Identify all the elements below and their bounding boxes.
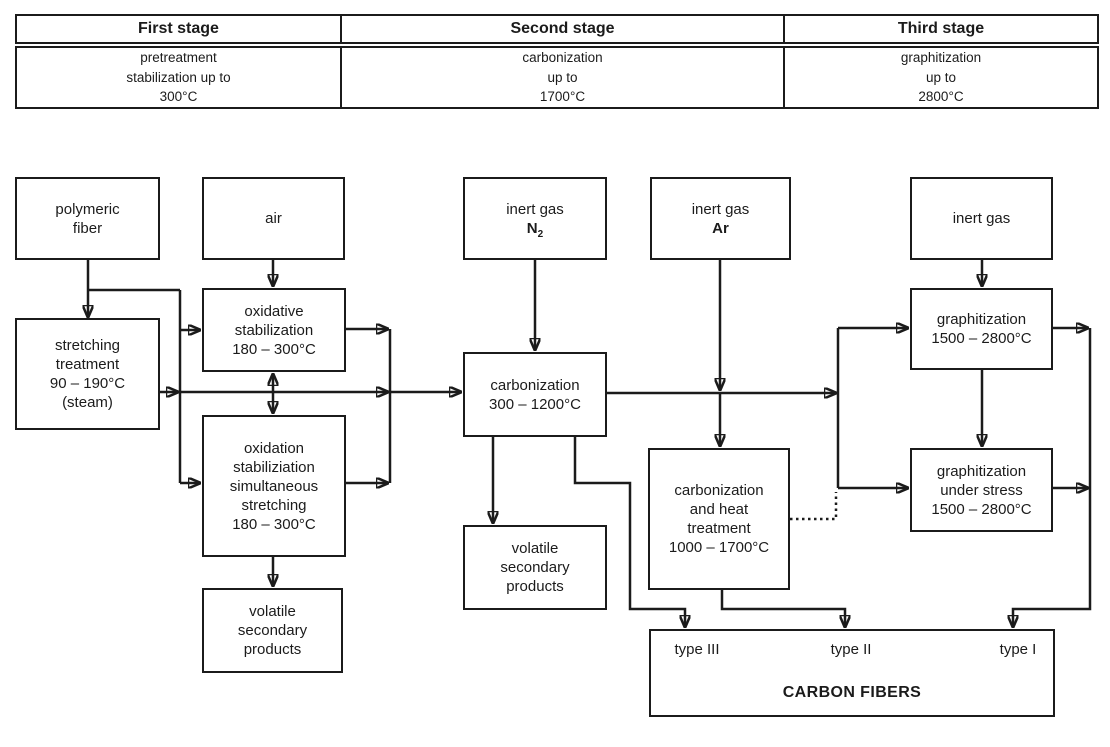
box-volatile-secondary-products-left: volatile secondary products: [202, 588, 343, 673]
box-oxidation-simultaneous-stretching: oxidation stabiliziation simultaneous st…: [202, 415, 346, 557]
box-stretching-treatment: stretching treatment 90 – 190°C (steam): [15, 318, 160, 430]
box-carbonization: carbonization 300 – 1200°C: [463, 352, 607, 437]
box-air: air: [202, 177, 345, 260]
box-volatile-secondary-products-left-label: volatile secondary products: [237, 603, 308, 658]
carbon-fibers-type-iii: type III: [674, 641, 720, 658]
box-graphitization-label: graphitization 1500 – 2800°C: [931, 311, 1032, 347]
stage-body-first: pretreatment stabilization up to 300°C: [15, 44, 342, 109]
box-carbonization-label: carbonization 300 – 1200°C: [489, 376, 581, 413]
carbon-fibers-type-ii: type II: [830, 641, 872, 658]
stage-header-third: Third stage: [783, 14, 1099, 48]
box-carbonization-heat-treatment-label: carbonization and heat treatment 1000 – …: [668, 482, 770, 556]
box-polymeric-fiber: polymeric fiber: [15, 177, 160, 260]
box-carbon-fibers: type III type II type I CARBON FIBERS: [649, 629, 1055, 717]
arrow-right-rail-to-type1: [1013, 328, 1092, 627]
box-inert-gas-ar-label: inert gas: [691, 200, 750, 218]
box-graphitization-under-stress: graphitization under stress 1500 – 2800°…: [910, 448, 1053, 532]
box-graphitization-under-stress-label: graphitization under stress 1500 – 2800°…: [931, 462, 1032, 518]
box-inert-gas-n2-symbol: N2: [526, 219, 544, 240]
box-inert-gas-n2: inert gas N2: [463, 177, 607, 260]
wire-dotted-heat-treatment-link: [790, 492, 838, 521]
box-polymeric-fiber-label: polymeric fiber: [55, 200, 120, 237]
box-inert-gas-label: inert gas: [952, 210, 1011, 227]
box-volatile-secondary-products-mid: volatile secondary products: [463, 525, 607, 610]
stage-table: First stage Second stage Third stage pre…: [15, 14, 1099, 109]
box-inert-gas-ar-symbol: Ar: [712, 219, 729, 237]
carbon-fibers-title: CARBON FIBERS: [782, 684, 922, 701]
stage-table-header-row: First stage Second stage Third stage: [15, 14, 1099, 48]
box-oxidative-stabilization: oxidative stabilization 180 – 300°C: [202, 288, 346, 372]
box-inert-gas: inert gas: [910, 177, 1053, 260]
box-volatile-secondary-products-mid-label: volatile secondary products: [500, 540, 570, 595]
box-carbonization-heat-treatment: carbonization and heat treatment 1000 – …: [648, 448, 790, 590]
arrow-carbonization-to-type3: [573, 437, 685, 627]
stage-header-second: Second stage: [340, 14, 785, 48]
arrow-heat-treatment-to-type2: [720, 590, 845, 627]
box-inert-gas-n2-label: inert gas: [506, 200, 564, 218]
stage-body-third: graphitization up to 2800°C: [783, 44, 1099, 109]
stage-header-first: First stage: [15, 14, 342, 48]
box-oxidation-simultaneous-stretching-label: oxidation stabiliziation simultaneous st…: [229, 439, 319, 533]
box-air-label: air: [265, 210, 282, 227]
box-oxidative-stabilization-label: oxidative stabilization 180 – 300°C: [232, 302, 316, 358]
box-graphitization: graphitization 1500 – 2800°C: [910, 288, 1053, 370]
stage-body-second: carbonization up to 1700°C: [340, 44, 785, 109]
box-inert-gas-ar: inert gas Ar: [650, 177, 791, 260]
carbon-fibers-type-i: type I: [999, 641, 1037, 658]
box-stretching-treatment-label: stretching treatment 90 – 190°C (steam): [49, 337, 126, 411]
stage-table-body-row: pretreatment stabilization up to 300°C c…: [15, 44, 1099, 109]
